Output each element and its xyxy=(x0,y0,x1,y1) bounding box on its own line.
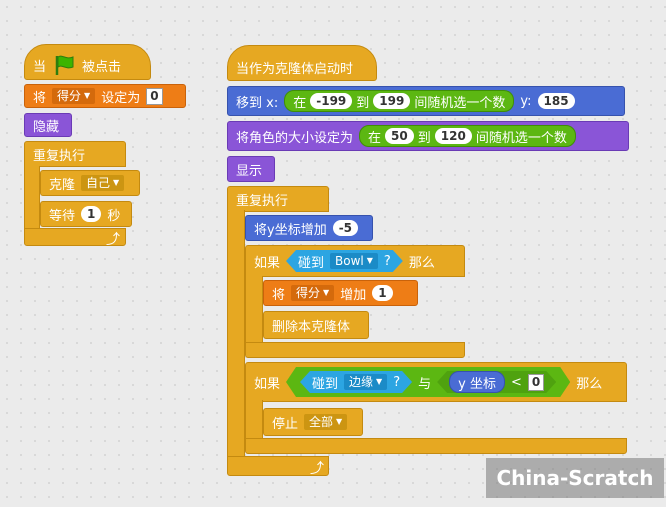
goto-y-input[interactable]: 185 xyxy=(537,93,575,109)
if-touching-bowl-block[interactable]: 如果 碰到 Bowl▼ ? 那么 xyxy=(245,245,465,277)
dropdown-arrow-icon: ▼ xyxy=(323,288,330,297)
set-to-label: 设定为 xyxy=(101,90,141,106)
show-label: 显示 xyxy=(236,163,263,179)
change-y-input[interactable]: -5 xyxy=(332,220,359,236)
y-position-reporter[interactable]: y 坐标 xyxy=(449,371,505,393)
touching-question: ? xyxy=(383,253,391,269)
delete-clone-label: 删除本克隆体 xyxy=(272,319,351,335)
random-size-reporter[interactable]: 在 50 到 120 间随机选一个数 xyxy=(359,125,576,147)
forever-left-arm-2 xyxy=(227,210,245,458)
touching-label: 碰到 xyxy=(298,255,325,271)
and-boolean[interactable]: 碰到 边缘▼ ? 与 y 坐标 < 0 xyxy=(286,367,570,397)
stop-label: 停止 xyxy=(272,416,299,432)
when-clone-starts-hat[interactable]: 当作为克隆体启动时 xyxy=(227,45,377,81)
wait-label: 等待 xyxy=(49,208,76,224)
dropdown-arrow-icon: ▼ xyxy=(336,417,343,426)
random-in-label: 在 xyxy=(368,130,382,146)
then-label: 那么 xyxy=(408,255,435,271)
if-label: 如果 xyxy=(254,255,281,271)
forever-label: 重复执行 xyxy=(236,193,289,209)
set-variable-block[interactable]: 将 得分▼ 设定为 0 xyxy=(24,84,186,108)
random-x-reporter[interactable]: 在 -199 到 199 间随机选一个数 xyxy=(284,90,515,112)
random-min-input[interactable]: 50 xyxy=(385,128,414,144)
hide-label: 隐藏 xyxy=(33,119,60,135)
random-min-input[interactable]: -199 xyxy=(310,93,353,109)
forever-left-arm xyxy=(24,166,40,230)
create-clone-block[interactable]: 克隆 自己▼ xyxy=(40,170,140,196)
change-by-label: 增加 xyxy=(340,287,367,303)
less-than-boolean[interactable]: y 坐标 < 0 xyxy=(437,371,556,393)
compare-value-input[interactable]: 0 xyxy=(528,374,544,391)
when-label: 当 xyxy=(33,59,47,75)
clicked-label: 被点击 xyxy=(82,59,122,75)
wait-block[interactable]: 等待 1 秒 xyxy=(40,201,132,227)
touching-edge-boolean[interactable]: 碰到 边缘▼ ? xyxy=(300,371,412,393)
if2-bottom xyxy=(245,438,627,454)
show-block[interactable]: 显示 xyxy=(227,156,275,182)
dropdown-arrow-icon: ▼ xyxy=(366,256,373,265)
set-size-label: 将角色的大小设定为 xyxy=(236,130,354,146)
change-y-block[interactable]: 将y坐标增加 -5 xyxy=(245,215,373,241)
change-label: 将 xyxy=(272,287,286,303)
dropdown-arrow-icon: ▼ xyxy=(113,178,120,187)
then-label: 那么 xyxy=(576,376,603,392)
goto-x-label: 移到 x: xyxy=(236,95,279,111)
if1-left-arm xyxy=(245,276,263,344)
random-max-input[interactable]: 199 xyxy=(373,93,411,109)
loop-arrow-icon: ⤴ xyxy=(106,232,120,248)
variable-dropdown[interactable]: 得分▼ xyxy=(52,88,96,104)
forever-bottom-2 xyxy=(227,456,329,476)
random-to-label: 到 xyxy=(356,95,370,111)
random-in-label: 在 xyxy=(293,95,307,111)
wait-value-input[interactable]: 1 xyxy=(81,206,102,222)
forever-block-2[interactable]: 重复执行 xyxy=(227,186,329,212)
stop-all-block[interactable]: 停止 全部▼ xyxy=(263,408,363,436)
delete-clone-block[interactable]: 删除本克隆体 xyxy=(263,311,369,339)
change-variable-block[interactable]: 将 得分▼ 增加 1 xyxy=(263,280,418,306)
random-to-label: 到 xyxy=(417,130,431,146)
forever-label: 重复执行 xyxy=(33,148,86,164)
and-label: 与 xyxy=(418,376,432,392)
touching-label: 碰到 xyxy=(312,376,339,392)
if1-bottom xyxy=(245,342,465,358)
goto-y-label: y: xyxy=(520,93,532,109)
random-pick-label: 间随机选一个数 xyxy=(414,95,506,111)
when-flag-clicked-hat[interactable]: 当 被点击 xyxy=(24,44,151,80)
wait-unit-label: 秒 xyxy=(107,208,121,224)
goto-xy-block[interactable]: 移到 x: 在 -199 到 199 间随机选一个数 y: 185 xyxy=(227,86,625,116)
touching-target-dropdown[interactable]: 边缘▼ xyxy=(344,374,387,390)
forever-bottom xyxy=(24,228,126,246)
touching-question: ? xyxy=(393,374,401,390)
hide-block[interactable]: 隐藏 xyxy=(24,113,72,137)
green-flag-icon xyxy=(55,55,74,75)
if2-left-arm xyxy=(245,400,263,440)
clone-start-label: 当作为克隆体启动时 xyxy=(236,61,354,77)
watermark: China-Scratch xyxy=(486,458,664,498)
touching-target-dropdown[interactable]: Bowl▼ xyxy=(330,253,378,269)
touching-bowl-boolean[interactable]: 碰到 Bowl▼ ? xyxy=(286,250,403,272)
forever-block[interactable]: 重复执行 xyxy=(24,141,126,167)
clone-label: 克隆 xyxy=(49,177,76,193)
random-max-input[interactable]: 120 xyxy=(434,128,472,144)
set-label: 将 xyxy=(33,90,47,106)
if-label: 如果 xyxy=(254,376,281,392)
set-size-block[interactable]: 将角色的大小设定为 在 50 到 120 间随机选一个数 xyxy=(227,121,629,151)
set-value-input[interactable]: 0 xyxy=(146,87,163,105)
random-pick-label: 间随机选一个数 xyxy=(475,130,567,146)
dropdown-arrow-icon: ▼ xyxy=(376,377,383,386)
change-value-input[interactable]: 1 xyxy=(372,285,393,301)
variable-dropdown[interactable]: 得分▼ xyxy=(291,285,335,301)
loop-arrow-icon: ⤴ xyxy=(310,461,324,477)
if-touching-edge-block[interactable]: 如果 碰到 边缘▼ ? 与 y 坐标 < 0 那么 xyxy=(245,362,627,402)
clone-target-dropdown[interactable]: 自己▼ xyxy=(81,175,125,191)
less-than-label: < xyxy=(510,374,522,390)
change-y-label: 将y坐标增加 xyxy=(254,222,327,238)
stop-target-dropdown[interactable]: 全部▼ xyxy=(304,414,348,430)
dropdown-arrow-icon: ▼ xyxy=(84,91,91,100)
